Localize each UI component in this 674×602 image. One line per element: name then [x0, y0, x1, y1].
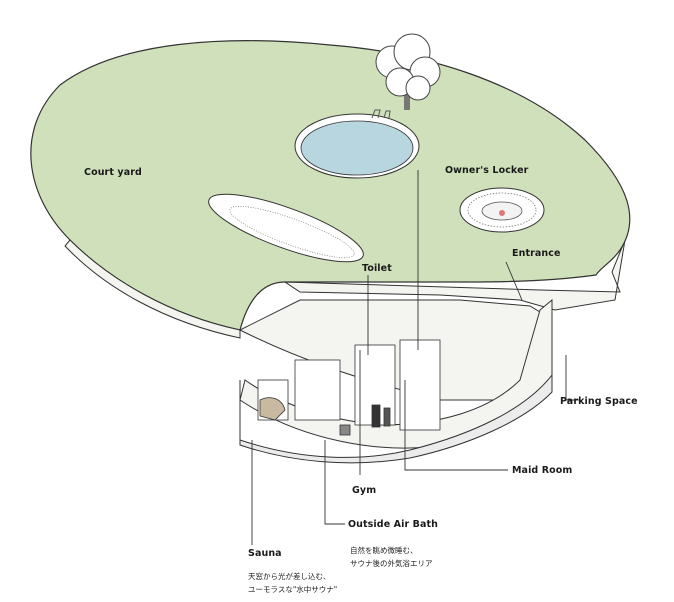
label-courtyard: Court yard — [84, 167, 142, 178]
note-outside-air-bath: 自然を眺め微睡む、 サウナ後の外気浴エリア — [350, 544, 433, 570]
interior-walls — [257, 339, 441, 436]
label-parking-space: Parking Space — [560, 396, 638, 407]
label-sauna: Sauna — [248, 548, 282, 559]
lawn-edge — [64, 239, 241, 339]
tree-icon — [375, 33, 441, 110]
sauna-skylight — [208, 193, 364, 263]
label-maid-room: Maid Room — [512, 465, 573, 476]
note-outside-air-bath-line-2: サウナ後の外気浴エリア — [350, 559, 433, 568]
pond — [294, 109, 420, 179]
leader-lines — [251, 170, 580, 545]
note-sauna-line-1: 天窓から光が差し込む、 — [248, 572, 331, 581]
note-sauna-line-2: ユーモラスな"水中サウナ" — [248, 585, 338, 594]
note-sauna: 天窓から光が差し込む、 ユーモラスな"水中サウナ" — [248, 570, 337, 596]
label-gym: Gym — [352, 485, 377, 496]
note-outside-air-bath-line-1: 自然を眺め微睡む、 — [350, 546, 418, 555]
label-owners-locker: Owner's Locker — [445, 165, 529, 176]
label-toilet: Toilet — [362, 263, 392, 274]
entrance-skylight — [459, 187, 545, 233]
label-entrance: Entrance — [512, 248, 561, 259]
label-outside-air-bath: Outside Air Bath — [348, 519, 438, 530]
